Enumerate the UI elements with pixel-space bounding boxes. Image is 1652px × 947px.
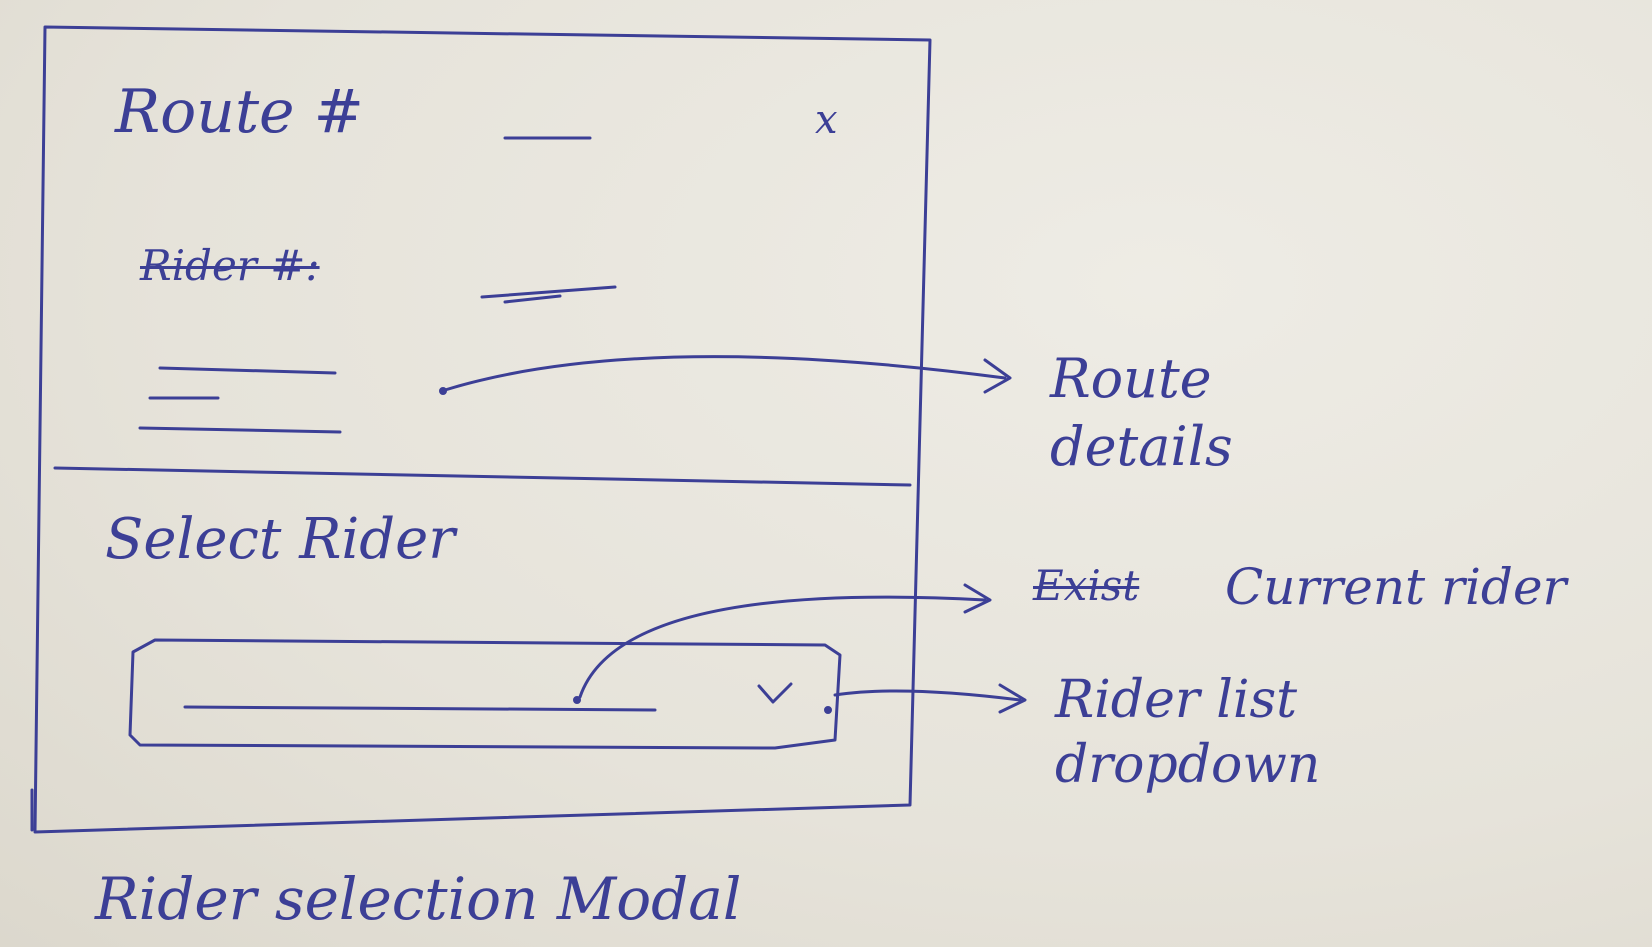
rider-number-blank	[480, 285, 617, 304]
route-details-arrowhead	[983, 358, 1012, 394]
current-rider-arrowhead	[963, 583, 992, 614]
annotation-current-rider: Current rider	[1225, 558, 1567, 616]
annotation-route-details: Route details	[1050, 347, 1233, 478]
section-divider	[53, 466, 912, 487]
current-rider-arrow-dot	[573, 696, 581, 704]
rider-number-label-struck: Rider #:	[140, 241, 320, 290]
annotation-rider-list-dropdown: Rider list dropdown	[1055, 670, 1321, 795]
rider-dropdown-outline	[128, 638, 842, 750]
sketch-caption: Rider selection Modal	[95, 865, 742, 933]
chevron-down-icon[interactable]	[755, 680, 795, 710]
modal-title: Route #	[115, 77, 364, 147]
rider-list-arrowhead	[998, 683, 1027, 714]
current-rider-line	[183, 705, 657, 712]
current-rider-arrow	[578, 595, 987, 699]
route-detail-line-1	[158, 366, 337, 375]
rider-list-arrow	[833, 689, 1022, 702]
close-icon[interactable]: x	[815, 97, 838, 143]
select-rider-label: Select Rider	[105, 507, 456, 572]
modal-frame	[33, 25, 932, 834]
annotation-exist-struck: Exist	[1033, 561, 1140, 610]
route-details-arrow	[443, 355, 1007, 392]
route-detail-line-3	[138, 426, 342, 434]
rider-list-arrow-dot	[824, 706, 832, 714]
route-details-arrow-dot	[439, 387, 447, 395]
